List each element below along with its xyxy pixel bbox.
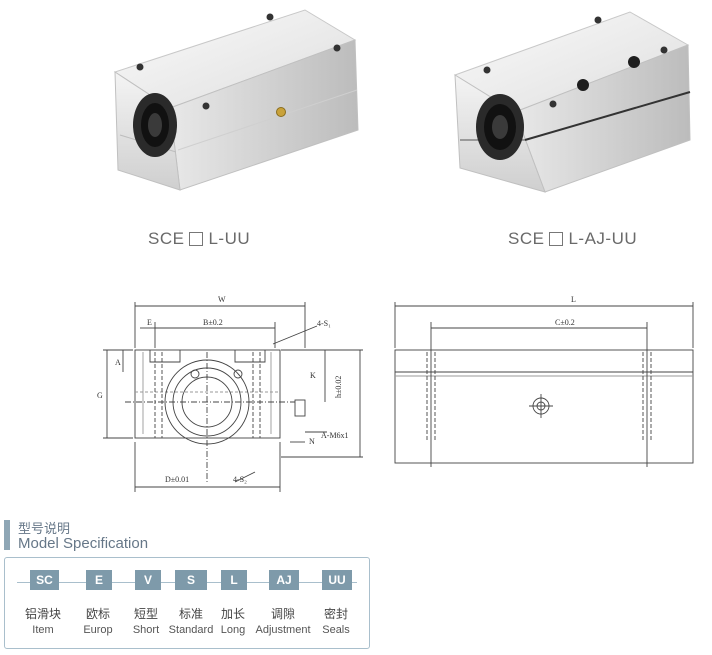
dim-k-label: K <box>310 371 316 380</box>
spec-code-en: Standard <box>168 624 214 636</box>
spec-code: UU <box>322 570 352 590</box>
spec-title-cn: 型号说明 <box>18 521 71 536</box>
dim-a-label: A <box>115 358 121 367</box>
caption-prefix: SCE <box>148 229 185 248</box>
product-image-luu <box>113 9 359 191</box>
spec-code-cn: 欧标 <box>85 607 110 621</box>
spec-code-cn: 密封 <box>323 607 348 621</box>
spec-code-cn: 加长 <box>220 607 245 621</box>
spec-title-bar <box>4 520 10 550</box>
product-caption-laj: SCE L-AJ-UU <box>508 229 637 249</box>
spec-code-en: Europ <box>83 624 113 636</box>
dim-w-label: W <box>218 295 226 304</box>
spec-code-cn: 标准 <box>178 607 203 621</box>
product-photos <box>113 9 691 193</box>
dim-g-label: G <box>97 391 103 400</box>
spec-code: S <box>175 570 207 590</box>
spec-code: E <box>86 570 112 590</box>
spec-code: SC <box>30 570 59 590</box>
product-caption-luu: SCE L-UU <box>148 229 250 249</box>
dim-l-label: L <box>571 295 576 304</box>
spec-code: AJ <box>269 570 299 590</box>
side-view-drawing: L C±0.2 <box>394 295 694 467</box>
blank-box-icon <box>189 232 204 246</box>
dim-h-label: h±0.02 <box>334 376 343 398</box>
caption-prefix: SCE <box>508 229 545 248</box>
caption-suffix: L-AJ-UU <box>568 229 638 248</box>
dim-e-label: E <box>147 318 152 327</box>
dim-d-label: D±0.01 <box>165 475 189 484</box>
dim-c-label: C±0.2 <box>555 318 575 327</box>
dim-b-label: B±0.2 <box>203 318 223 327</box>
dim-m-label: A-M6x1 <box>321 431 349 440</box>
spec-code: V <box>135 570 161 590</box>
spec-title-en: Model Specification <box>18 535 149 552</box>
caption-suffix: L-UU <box>208 229 251 248</box>
blank-box-icon <box>549 232 564 246</box>
spec-code-cn: 铝滑块 <box>24 607 61 621</box>
spec-code-en: Short <box>132 624 160 636</box>
product-image-laj <box>453 11 691 193</box>
dim-n-label: N <box>309 437 315 446</box>
spec-code: L <box>221 570 247 590</box>
spec-code-en: Seals <box>322 624 350 636</box>
dim-s1-label: 4-S₁ <box>317 319 331 328</box>
front-view-drawing: W E B±0.2 4-S₁ A G K h±0.02 N A-M6x1 D±0… <box>97 295 363 492</box>
dim-s2-label: 4-S₂ <box>233 475 247 484</box>
spec-code-en: Adjustment <box>255 624 311 636</box>
spec-code-en: Item <box>32 624 54 636</box>
spec-panel: SC E V S L AJ UU <box>4 557 370 649</box>
spec-code-cn: 调隙 <box>270 607 295 621</box>
spec-code-cn: 短型 <box>133 607 158 621</box>
spec-code-en: Long <box>220 624 246 636</box>
